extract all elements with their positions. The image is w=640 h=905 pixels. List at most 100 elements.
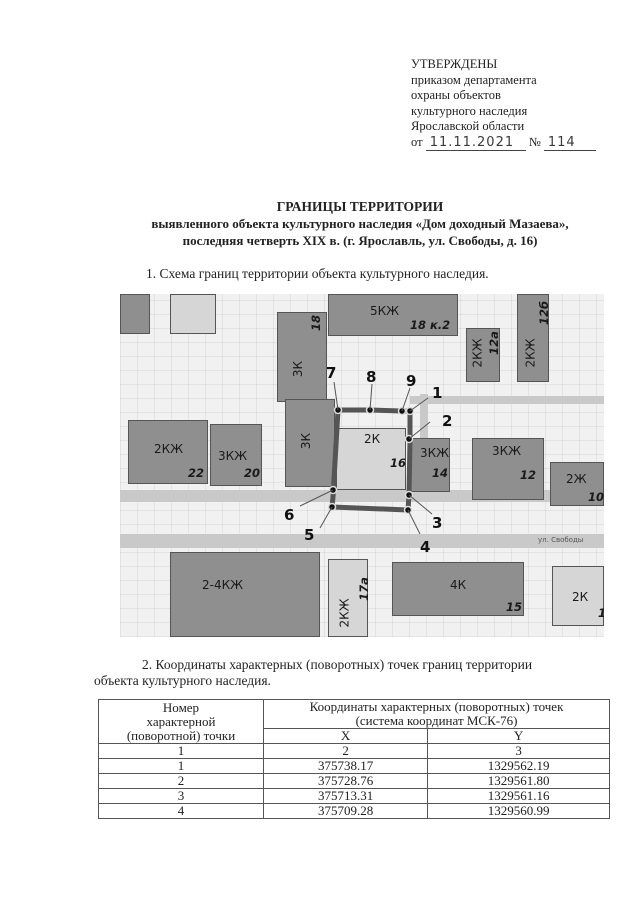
- building-4k-15: [392, 562, 524, 616]
- building-3k-18: [277, 312, 327, 402]
- building-type-label: 2К: [364, 432, 381, 446]
- header-coordinates: Координаты характерных (поворотных) точе…: [263, 699, 610, 729]
- building-3kzh-14: [410, 438, 450, 492]
- header-text: Координаты характерных (поворотных) точе…: [309, 699, 564, 714]
- point-label-8: 8: [366, 368, 377, 386]
- coordinates-table: Номер характерной (поворотной) точки Коо…: [98, 699, 610, 819]
- building-type-label: 4К: [450, 578, 467, 592]
- index-cell: 1: [98, 743, 264, 759]
- table-row: 2 375728.76 1329561.80: [98, 773, 610, 789]
- building-5kzh: [328, 294, 458, 336]
- point-label-4: 4: [420, 538, 431, 556]
- building-type-label: 5КЖ: [370, 304, 400, 318]
- point-label-5: 5: [304, 526, 315, 544]
- number-prefix: №: [528, 134, 541, 149]
- header-x: X: [262, 728, 429, 744]
- building: [170, 294, 216, 334]
- building-2-4kzh: [170, 552, 320, 637]
- road: [410, 396, 604, 404]
- building-type-label: 3КЖ: [420, 446, 450, 460]
- handwritten-date: 11.11.2021: [425, 135, 526, 151]
- building-number-label: 22: [188, 466, 205, 480]
- building-2k: [552, 566, 604, 626]
- point-cell: 4: [98, 803, 264, 819]
- point-cell: 1: [98, 758, 264, 774]
- header-text: (поворотной) точки: [126, 727, 236, 743]
- title-subtitle-1: выявленного объекта культурного наследия…: [151, 216, 569, 231]
- building-number-label: 20: [244, 466, 261, 480]
- building-3kzh-12: [472, 438, 544, 500]
- building-number-label: 14: [432, 466, 449, 480]
- header-text: Номер: [162, 699, 200, 715]
- road-svobody: [120, 534, 604, 548]
- table-row: 3 375713.31 1329561.16: [98, 788, 610, 804]
- table-row: 1 375738.17 1329562.19: [98, 758, 610, 774]
- building-type-label: 2-4КЖ: [202, 578, 244, 592]
- approval-stamp: УТВЕРЖДЕНЫ приказом департамента охраны …: [411, 57, 596, 151]
- approval-line: Ярославской области: [411, 119, 525, 133]
- point-label-9: 9: [406, 372, 417, 390]
- building-number-label: 1: [598, 606, 604, 620]
- point-cell: 2: [98, 773, 264, 789]
- point-label-2: 2: [442, 412, 453, 430]
- approval-line: культурного наследия: [411, 103, 528, 118]
- x-cell: 375738.17: [262, 758, 429, 774]
- document-title: ГРАНИЦЫ ТЕРРИТОРИИ выявленного объекта к…: [90, 198, 630, 249]
- table-row: 4 375709.28 1329560.99: [98, 803, 610, 819]
- building-number-label: 16: [390, 456, 407, 470]
- territory-boundary: [299, 381, 433, 535]
- building-2kzh-22: [128, 420, 208, 484]
- title-heading: ГРАНИЦЫ ТЕРРИТОРИИ: [276, 199, 444, 214]
- building: [120, 294, 150, 334]
- y-cell: 1329560.99: [427, 803, 610, 819]
- table-header-row: Номер характерной (поворотной) точки Коо…: [98, 699, 610, 744]
- header-point-number: Номер характерной (поворотной) точки: [98, 699, 264, 744]
- building-2kzh-12a: [466, 328, 500, 382]
- header-text: (система координат МСК-76): [355, 713, 518, 728]
- y-cell: 1329561.80: [427, 773, 610, 789]
- point-label-1: 1: [432, 384, 443, 402]
- section-2-heading: 2. Координаты характерных (поворотных) т…: [94, 657, 610, 689]
- building-number-label: 10а: [588, 490, 604, 504]
- street-label: ул. Свободы: [538, 536, 584, 544]
- building-number-label: 18 к.2: [410, 318, 451, 332]
- building-number-label: 12: [520, 468, 537, 482]
- index-cell: 2: [262, 743, 429, 759]
- x-cell: 375728.76: [262, 773, 429, 789]
- building-type-label: 2Ж: [566, 472, 587, 486]
- section-2-line-2: объекта культурного наследия.: [94, 673, 271, 688]
- building-2zh-10a: [550, 462, 604, 506]
- building-3k: [285, 399, 335, 487]
- building-type-label: 2КЖ: [154, 442, 184, 456]
- approval-line: охраны объектов: [411, 88, 501, 102]
- approval-heading: УТВЕРЖДЕНЫ: [411, 57, 498, 71]
- building-2k-16: [336, 428, 406, 490]
- point-label-3: 3: [432, 514, 443, 532]
- header-y: Y: [427, 728, 610, 744]
- point-label-7: 7: [326, 364, 337, 382]
- approval-line: приказом департамента: [411, 72, 537, 87]
- building-2kzh-17a: [328, 559, 368, 637]
- section-1-heading: 1. Схема границ территории объекта культ…: [146, 266, 489, 281]
- header-text: характерной: [146, 713, 216, 729]
- point-cell: 3: [98, 788, 264, 804]
- y-cell: 1329562.19: [427, 758, 610, 774]
- handwritten-number: 114: [543, 135, 596, 151]
- building-3kzh-20: [210, 424, 262, 486]
- index-cell: 3: [427, 743, 610, 759]
- y-cell: 1329561.16: [427, 788, 610, 804]
- approval-date-line: от 11.11.2021 № 114: [411, 134, 596, 151]
- point-label-6: 6: [284, 506, 295, 524]
- building-type-label: 2К: [572, 590, 589, 604]
- building-type-label: 3КЖ: [218, 449, 248, 463]
- date-prefix: от: [411, 134, 423, 149]
- title-subtitle-2: последняя четверть XIX в. (г. Ярославль,…: [182, 233, 538, 248]
- building-type-label: 3КЖ: [492, 444, 522, 458]
- x-cell: 375709.28: [262, 803, 429, 819]
- boundary-map: 5КЖ 18 к.2 3К 18 3К 2КЖ 12а 2КЖ 12б 2КЖ …: [120, 294, 604, 637]
- x-cell: 375713.31: [262, 788, 429, 804]
- table-index-row: 1 2 3: [98, 743, 610, 759]
- section-2-line-1: 2. Координаты характерных (поворотных) т…: [142, 657, 533, 672]
- building-2kzh-12b: [517, 294, 549, 382]
- building-number-label: 15: [506, 600, 523, 614]
